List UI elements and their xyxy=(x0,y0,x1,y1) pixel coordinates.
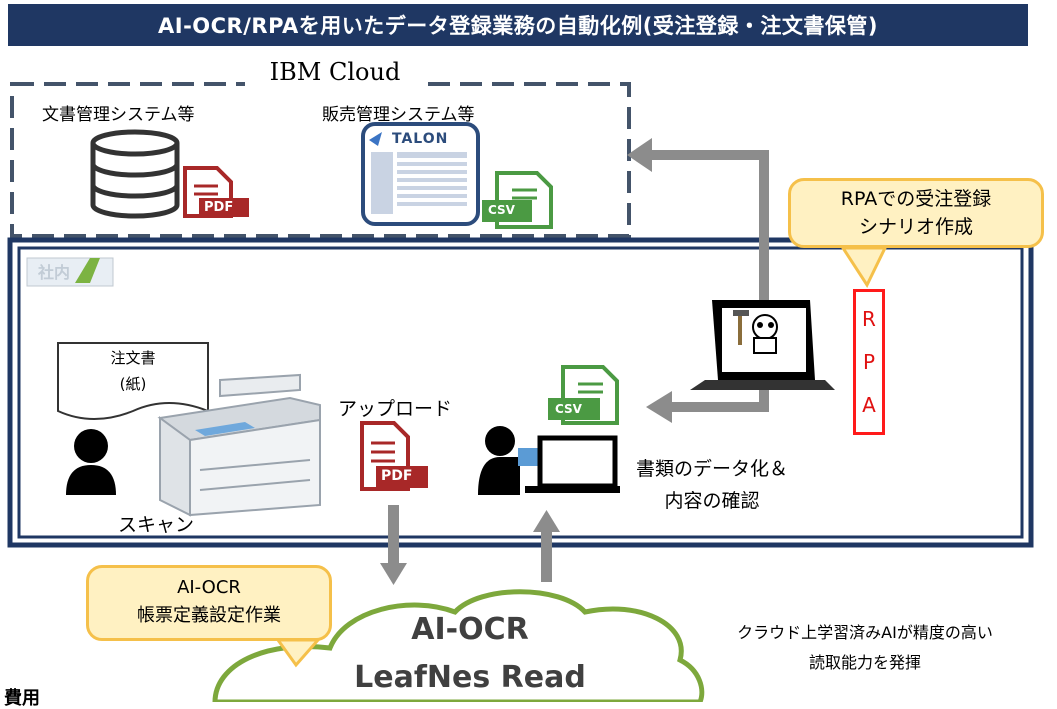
pdf-file-icon-cloud xyxy=(183,166,249,218)
arrow-pdf-to-ocr xyxy=(380,505,407,585)
office-tag-label: 社内 xyxy=(38,263,71,282)
pdf-file-icon-office xyxy=(360,421,428,491)
order-doc-line1: 注文書 xyxy=(110,349,156,367)
csv-badge-cloud: CSV xyxy=(488,203,515,217)
ocr-cloud-subtitle: LeafNes Read xyxy=(354,660,586,695)
aiocr-callout-line2: 帳票定義設定作業 xyxy=(137,605,281,626)
arrow-ocr-to-pc xyxy=(533,510,560,582)
rpa-letter-a: A xyxy=(862,392,876,417)
office-frame-outer xyxy=(7,237,1034,548)
digitize-line1: 書類のデータ化＆ xyxy=(636,458,789,480)
ocr-note: クラウド上学習済みAIが精度の高い 読取能力を発揮 xyxy=(680,618,1050,678)
digitize-line2: 内容の確認 xyxy=(664,490,760,512)
database-icon xyxy=(90,129,180,219)
rpa-callout-line1: RPAでの受注登録 xyxy=(840,188,992,210)
scan-label: スキャン xyxy=(118,514,195,536)
order-doc-label: 注文書 (紙) xyxy=(58,345,208,397)
person-at-pc-icon xyxy=(478,426,620,495)
arrow-laptop-to-pc xyxy=(646,390,769,423)
pdf-badge-office: PDF xyxy=(381,468,413,484)
digitize-label: 書類のデータ化＆ 内容の確認 xyxy=(636,453,788,517)
rpa-callout: RPAでの受注登録 シナリオ作成 xyxy=(788,178,1044,248)
csv-file-icon-office xyxy=(548,365,619,425)
arrow-laptop-to-cloud xyxy=(627,138,769,305)
talon-screen-icon xyxy=(361,122,480,226)
rpa-callout-line2: シナリオ作成 xyxy=(858,216,973,238)
scanner-icon xyxy=(157,373,321,517)
rpa-callout-tail xyxy=(840,246,888,289)
pdf-badge-cloud: PDF xyxy=(204,200,234,215)
rpa-letter-r: R xyxy=(862,307,876,332)
csv-file-icon-cloud xyxy=(482,171,553,229)
rpa-letter-p: P xyxy=(862,349,876,374)
ocr-note-line1: クラウド上学習済みAIが精度の高い xyxy=(737,623,993,642)
upload-label: アップロード xyxy=(338,398,453,420)
page-title: AI-OCR/RPAを用いたデータ登録業務の自動化例(受注登録・注文書保管) xyxy=(8,4,1028,46)
rpa-box: R P A xyxy=(853,289,885,435)
order-doc-line2: (紙) xyxy=(119,375,147,393)
sales-system-label: 販売管理システム等 xyxy=(322,105,475,125)
page-title-text: AI-OCR/RPAを用いたデータ登録業務の自動化例(受注登録・注文書保管) xyxy=(158,14,878,38)
footer-fragment: 費用 xyxy=(4,688,40,709)
aiocr-callout-line1: AI-OCR xyxy=(177,577,241,598)
aiocr-callout: AI-OCR 帳票定義設定作業 xyxy=(86,565,332,641)
ocr-note-line2: 読取能力を発揮 xyxy=(808,653,921,672)
ocr-cloud-title: AI-OCR xyxy=(411,612,529,647)
ibm-cloud-label: IBM Cloud xyxy=(245,58,425,86)
laptop-robot-icon xyxy=(690,300,835,390)
order-paper-shape xyxy=(57,342,209,420)
office-frame-inner xyxy=(17,246,1024,539)
doc-system-label: 文書管理システム等 xyxy=(42,105,195,125)
office-tag-icon xyxy=(26,257,114,287)
person-icon xyxy=(66,429,116,495)
talon-logo: TALON xyxy=(392,131,449,147)
csv-badge-office: CSV xyxy=(555,402,582,416)
